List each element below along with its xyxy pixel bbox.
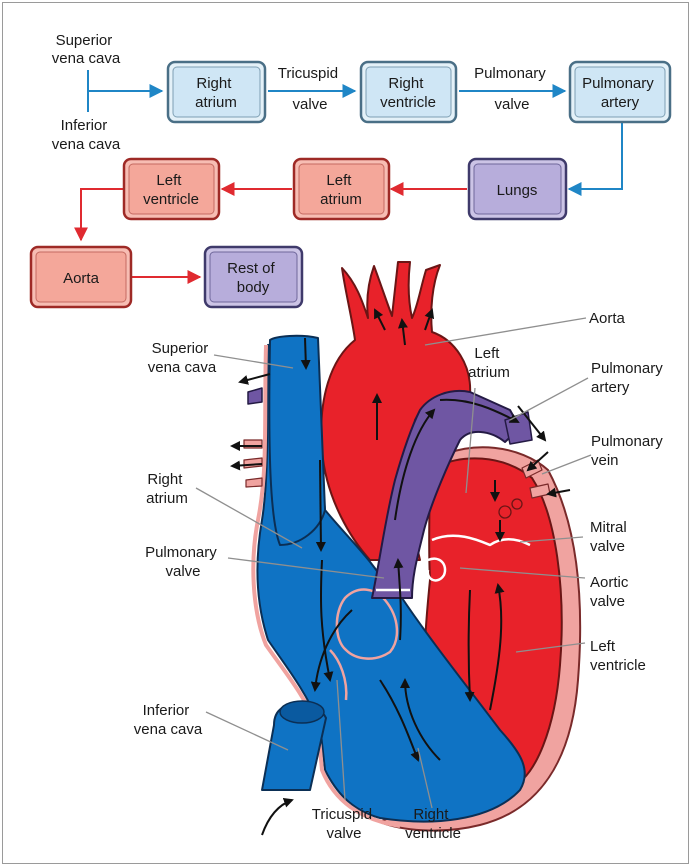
svg-text:Lungs: Lungs	[497, 182, 538, 199]
inferior-vena-cava-opening	[280, 701, 324, 723]
label-pulmonary-artery: Pulmonary artery	[591, 360, 667, 396]
label-mitral-valve: Mitral valve	[590, 519, 631, 555]
label-superior-vena-cava: Superior vena cava	[148, 340, 217, 376]
flow-node-lungs: Lungs	[469, 159, 566, 219]
label-left-ventricle: Left ventricle	[590, 638, 646, 674]
flow-node-left-atrium: Left atrium	[294, 159, 389, 219]
flow-node-right-ventricle: Right ventricle	[361, 62, 456, 122]
label-pulmonary-vein: Pulmonary vein	[591, 433, 667, 469]
label-inferior-vena-cava: Inferior vena cava	[134, 702, 203, 738]
flow-source-inferior-vena-cava: Inferior vena cava	[52, 117, 121, 153]
label-right-atrium: Right atrium	[146, 471, 188, 507]
flowchart: Superior vena cava Inferior vena cava Tr…	[31, 32, 670, 307]
superior-vena-cava-vessel	[269, 336, 325, 545]
arrow-to-aorta	[81, 189, 124, 240]
flow-node-left-ventricle: Left ventricle	[124, 159, 219, 219]
arrow-to-lungs	[569, 122, 622, 189]
heart-illustration: Aorta Superior vena cava Left atrium Pul…	[134, 262, 667, 842]
label-pulmonary-valve: Pulmonary valve	[145, 544, 221, 580]
label-aortic-valve: Aortic valve	[590, 574, 633, 610]
label-aorta: Aorta	[589, 310, 626, 327]
flow-label-tricuspid-valve: Tricuspid valve	[278, 65, 342, 113]
flow-node-aorta: Aorta	[31, 247, 131, 307]
flow-node-right-atrium: Right atrium	[168, 62, 265, 122]
label-left-atrium: Left atrium	[468, 345, 510, 381]
flow-node-rest-of-body: Rest of body	[205, 247, 302, 307]
flow-source-superior-vena-cava: Superior vena cava	[52, 32, 121, 67]
flow-label-pulmonary-valve: Pulmonary valve	[474, 65, 550, 113]
label-tricuspid-valve: Tricuspid valve	[312, 806, 376, 842]
svg-text:Aorta: Aorta	[63, 270, 100, 287]
flow-node-pulmonary-artery: Pulmonary artery	[570, 62, 670, 122]
brachiocephalic-stub-upper	[248, 388, 262, 404]
